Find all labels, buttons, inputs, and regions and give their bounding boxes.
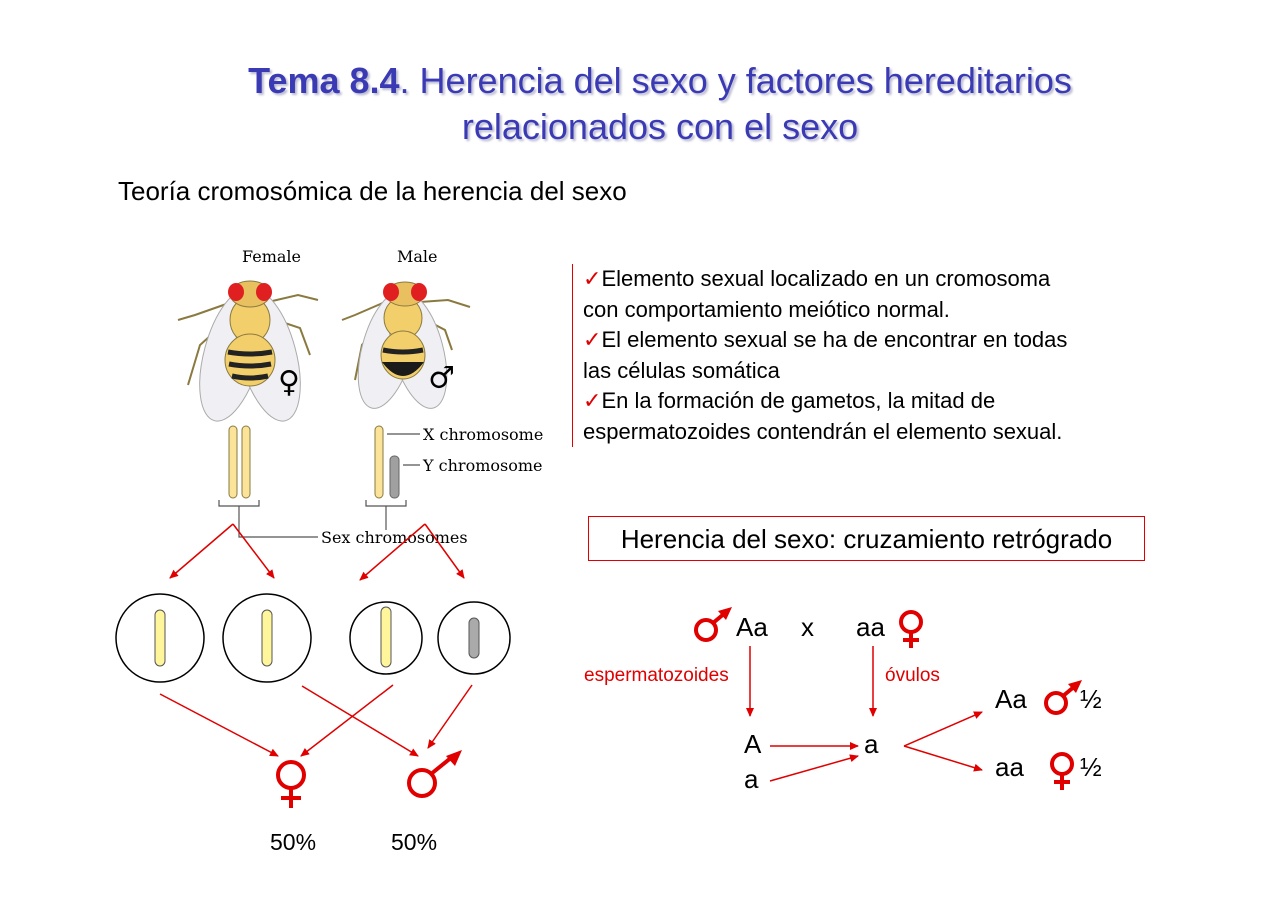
female-label: Female	[242, 247, 301, 266]
bullet-2-cont: las células somática	[583, 357, 780, 383]
female-fly: ♀	[177, 280, 319, 422]
male-label: Male	[397, 247, 438, 266]
male-fly-symbol: ♂	[428, 361, 455, 396]
x-chromosome-label: X chromosome	[423, 425, 543, 444]
y-chromosome-label: Y chromosome	[422, 456, 542, 475]
cross-female-parent-icon	[899, 610, 923, 648]
female-parent-genotype: aa	[856, 612, 885, 642]
child2-fraction: ½	[1080, 752, 1102, 782]
meiosis-arrows	[169, 523, 465, 581]
cross-arrows	[746, 646, 983, 782]
child1-male-icon	[1044, 684, 1077, 715]
subtitle: Teoría cromosómica de la herencia del se…	[118, 176, 627, 206]
female-fly-symbol: ♀	[278, 365, 300, 400]
title-rest: . Herencia del sexo y factores hereditar…	[399, 60, 1072, 101]
bullet-2: ✓El elemento sexual se ha de encontrar e…	[583, 327, 1068, 352]
cross-box-title: Herencia del sexo: cruzamiento retrógrad…	[588, 516, 1145, 561]
ova-label: óvulos	[885, 665, 940, 686]
fertilization-arrows	[159, 684, 473, 757]
gamete-a-sperm: a	[744, 764, 759, 794]
bullet-1-cont: con comportamiento meiótico normal.	[583, 296, 950, 322]
child1-genotype: Aa	[995, 684, 1027, 714]
gamete-A: A	[744, 729, 762, 759]
male-chromosomes	[374, 425, 400, 499]
bullet-1: ✓Elemento sexual localizado en un cromos…	[583, 266, 1051, 291]
check-icon: ✓	[583, 327, 602, 352]
offspring-female-icon	[276, 760, 306, 808]
title-line2: relacionados con el sexo	[461, 106, 859, 147]
cross-x: x	[801, 612, 814, 642]
percent-male: 50%	[391, 829, 438, 855]
male-fly: ♂	[341, 281, 471, 409]
cross-male-parent-icon	[694, 611, 727, 642]
offspring-male-icon	[407, 755, 454, 798]
female-chromosomes	[228, 425, 251, 499]
percent-female: 50%	[270, 829, 317, 855]
child2-female-icon	[1050, 752, 1074, 790]
bullet-3-cont: espermatozoides contendrán el elemento s…	[583, 418, 1063, 444]
check-icon: ✓	[583, 266, 602, 291]
sperm-label: espermatozoides	[584, 665, 729, 686]
male-parent-genotype: Aa	[736, 612, 768, 642]
child1-fraction: ½	[1080, 684, 1102, 714]
bullet-list: ✓Elemento sexual localizado en un cromos…	[572, 264, 1163, 447]
bullet-3: ✓En la formación de gametos, la mitad de	[583, 388, 996, 413]
gamete-cells	[115, 593, 511, 683]
title-bold: Tema 8.4	[248, 60, 400, 101]
child2-genotype: aa	[995, 752, 1024, 782]
gamete-a-ovum: a	[864, 729, 879, 759]
check-icon: ✓	[583, 388, 602, 413]
page-title: Tema 8.4. Herencia del sexo y factores h…	[0, 58, 1280, 150]
sex-chromosomes-label: Sex chromosomes	[321, 528, 468, 547]
